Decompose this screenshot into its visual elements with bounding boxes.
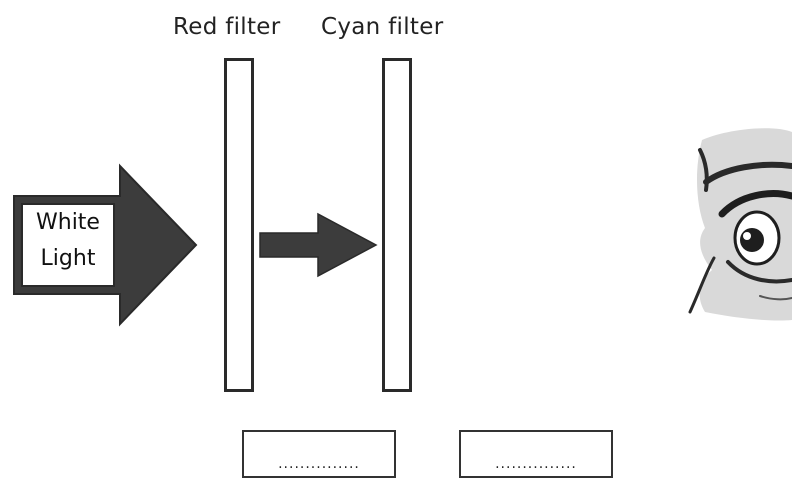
red-light-arrow <box>260 214 376 276</box>
red-filter <box>224 58 254 392</box>
answer-blank: ............... <box>461 456 611 472</box>
cyan-filter <box>382 58 412 392</box>
eye-icon <box>690 128 792 320</box>
white-light-label-line1: White <box>23 212 113 234</box>
white-light-label-line2: Light <box>23 248 113 270</box>
answer-box-after-red[interactable]: ............... <box>242 430 396 478</box>
answer-blank: ............... <box>244 456 394 472</box>
cyan-filter-title: Cyan filter <box>321 14 443 40</box>
red-filter-title: Red filter <box>173 14 281 40</box>
white-light-arrow <box>14 166 196 324</box>
answer-box-after-cyan[interactable]: ............... <box>459 430 613 478</box>
